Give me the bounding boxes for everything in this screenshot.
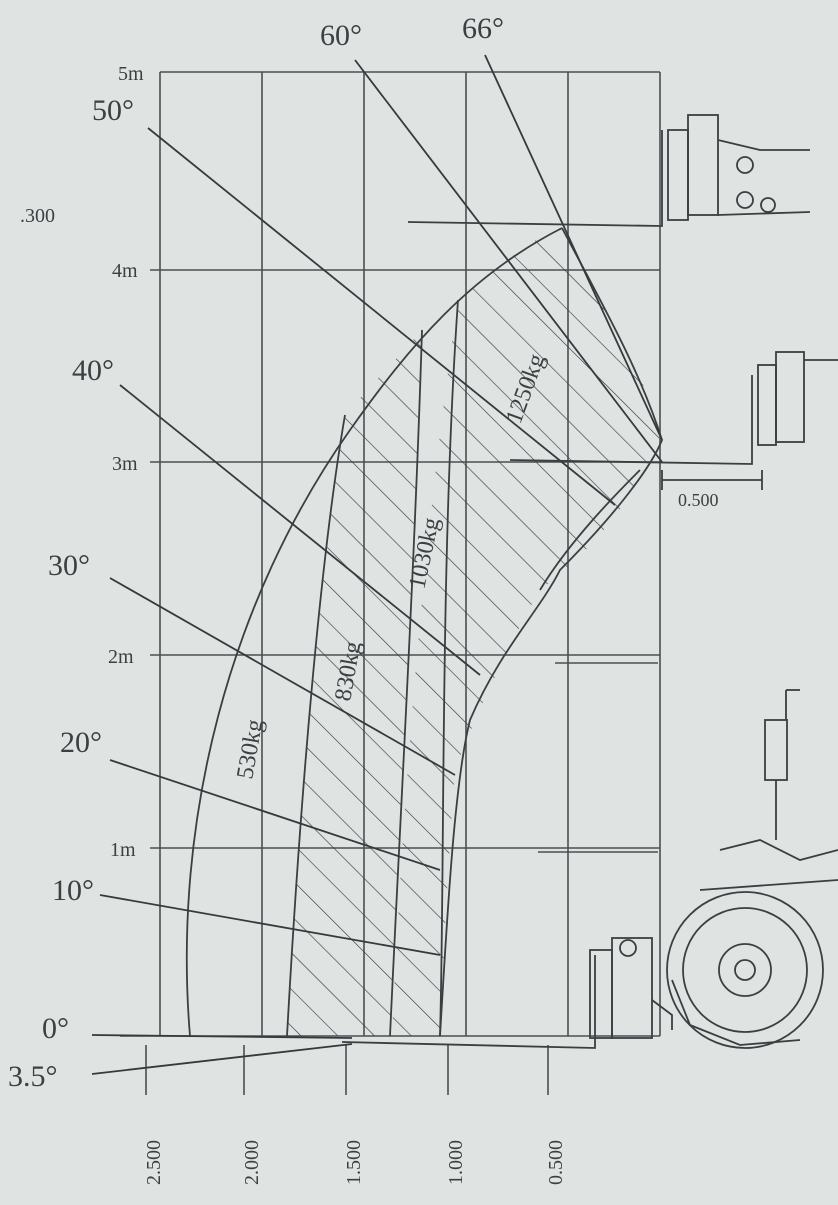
- forks: [341, 130, 763, 1049]
- x-label-2500: 2.500: [143, 1140, 165, 1185]
- angle-rays: [91, 54, 663, 1075]
- boundary-right: [439, 227, 663, 1037]
- angle-label-10: 10°: [52, 874, 94, 907]
- ray-66: [484, 54, 663, 441]
- zone-1030kg: [392, 228, 662, 1036]
- boundary-1250-left: [439, 299, 459, 1037]
- mast-and-wheel: [666, 689, 838, 1049]
- ray-60: [354, 59, 663, 463]
- x-axis-labels: 2.500 2.000 1.500 1.000 0.500: [143, 1140, 567, 1185]
- carriage-top: [667, 114, 811, 221]
- angle-label-66: 66°: [462, 12, 504, 45]
- angle-label-50: 50°: [92, 94, 134, 127]
- ray-50: [147, 127, 616, 506]
- angle-label-20: 20°: [60, 726, 102, 759]
- angle-label-3-5: 3.5°: [8, 1060, 58, 1093]
- angle-label-40: 40°: [72, 354, 114, 387]
- y-label-1m: 1m: [110, 839, 136, 861]
- y-label-4m: 4m: [112, 260, 138, 282]
- y-axis-labels: 5m 4m 3m 2m 1m: [108, 63, 144, 861]
- x-label-0500: 0.500: [545, 1140, 567, 1185]
- angle-label-0: 0°: [42, 1012, 69, 1045]
- fork-middle: [509, 375, 753, 465]
- fork-bottom: [341, 955, 596, 1049]
- ray-30: [109, 577, 456, 776]
- wheel-tyre: [666, 891, 824, 1049]
- y-label-3m: 3m: [112, 453, 138, 475]
- dimension-label-500: 0.500: [678, 490, 719, 510]
- y-label-2m: 2m: [108, 646, 134, 668]
- x-label-1000: 1.000: [445, 1140, 467, 1185]
- ray-20: [109, 759, 441, 871]
- ray-40: [119, 384, 481, 676]
- x-label-2000: 2.000: [241, 1140, 263, 1185]
- x-label-1500: 1.500: [343, 1140, 365, 1185]
- ray-3-5: [91, 1043, 353, 1075]
- boundary-530kg: [185, 227, 563, 1037]
- load-label-530kg: 530kg: [232, 717, 268, 781]
- boundary-1030-left: [389, 329, 423, 1037]
- ray-10: [99, 894, 441, 956]
- carriage-bottom: [589, 937, 673, 1039]
- dimension-label-300: .300: [20, 205, 55, 227]
- carriage-middle: [757, 351, 838, 446]
- y-label-5m: 5m: [118, 63, 144, 85]
- ray-0: [91, 1034, 353, 1039]
- angle-label-30: 30°: [48, 549, 90, 582]
- zone-830kg: [287, 330, 422, 1036]
- fork-top: [407, 130, 663, 227]
- capacity-boundaries: [185, 227, 663, 1037]
- boundary-inner: [539, 469, 641, 591]
- angle-labels: 0° 3.5° 10° 20° 30° 40° 50° 60° 66°: [8, 12, 504, 1093]
- angle-label-60: 60°: [320, 19, 362, 52]
- boundary-830-left: [286, 414, 346, 1037]
- wheel-hub: [718, 943, 772, 997]
